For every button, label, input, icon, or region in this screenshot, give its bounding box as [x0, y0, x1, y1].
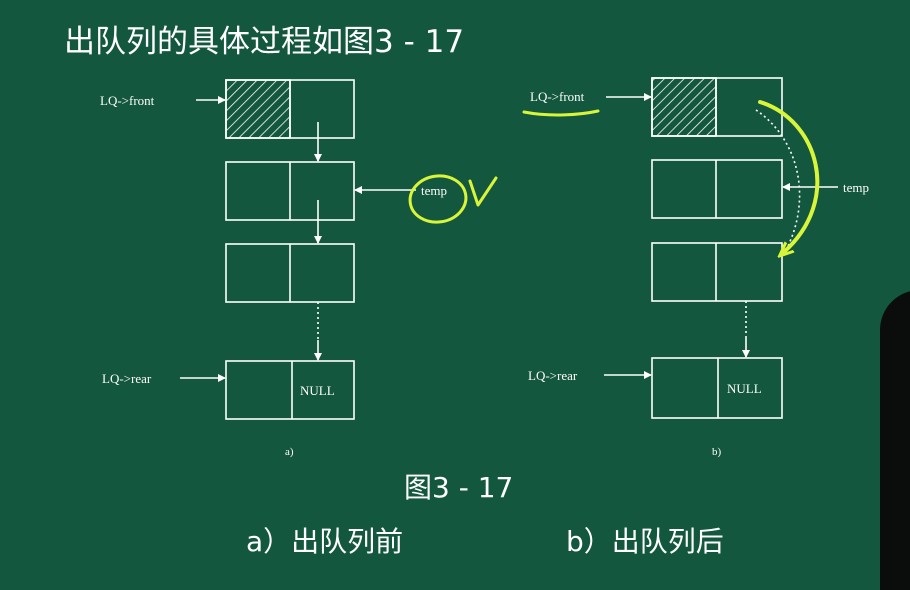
redirect-curve-arrow [758, 100, 820, 252]
old-link-dotted [755, 109, 801, 251]
null-label-b: NULL [727, 381, 762, 396]
front-label-a: LQ->front [100, 93, 155, 108]
null-label-a: NULL [300, 383, 335, 398]
rear-label-a: LQ->rear [102, 371, 152, 386]
queue-node-removed [651, 159, 783, 219]
queue-node-rear [225, 360, 355, 420]
underline-annotation [522, 109, 600, 117]
rear-label-b: LQ->rear [528, 368, 578, 383]
diagram-a [180, 79, 416, 420]
figure-number: 图3 - 17 [404, 471, 514, 504]
queue-node-2 [651, 242, 783, 302]
check-mark-icon [468, 176, 498, 207]
temp-label-b: temp [843, 180, 869, 195]
caption-b: b）出队列后 [566, 525, 724, 558]
sublabel-b: b) [712, 446, 722, 458]
caption-a: a）出队列前 [246, 525, 404, 558]
presenter-silhouette [880, 290, 910, 590]
temp-label-a: temp [421, 183, 447, 198]
queue-diagrams: LQ->front LQ->rear temp NULL a) [100, 77, 869, 458]
slide: 出队列的具体过程如图3 - 17 [64, 24, 910, 590]
queue-node-head [651, 77, 783, 137]
queue-node-head [225, 79, 355, 139]
queue-node-2 [225, 161, 355, 221]
queue-node-rear [651, 357, 783, 419]
slide-title: 出队列的具体过程如图3 - 17 [64, 24, 465, 60]
front-label-b: LQ->front [530, 89, 585, 104]
sublabel-a: a) [285, 446, 294, 458]
queue-node-3 [225, 243, 355, 303]
diagram-b [604, 77, 838, 419]
highlight-circle [408, 174, 468, 224]
